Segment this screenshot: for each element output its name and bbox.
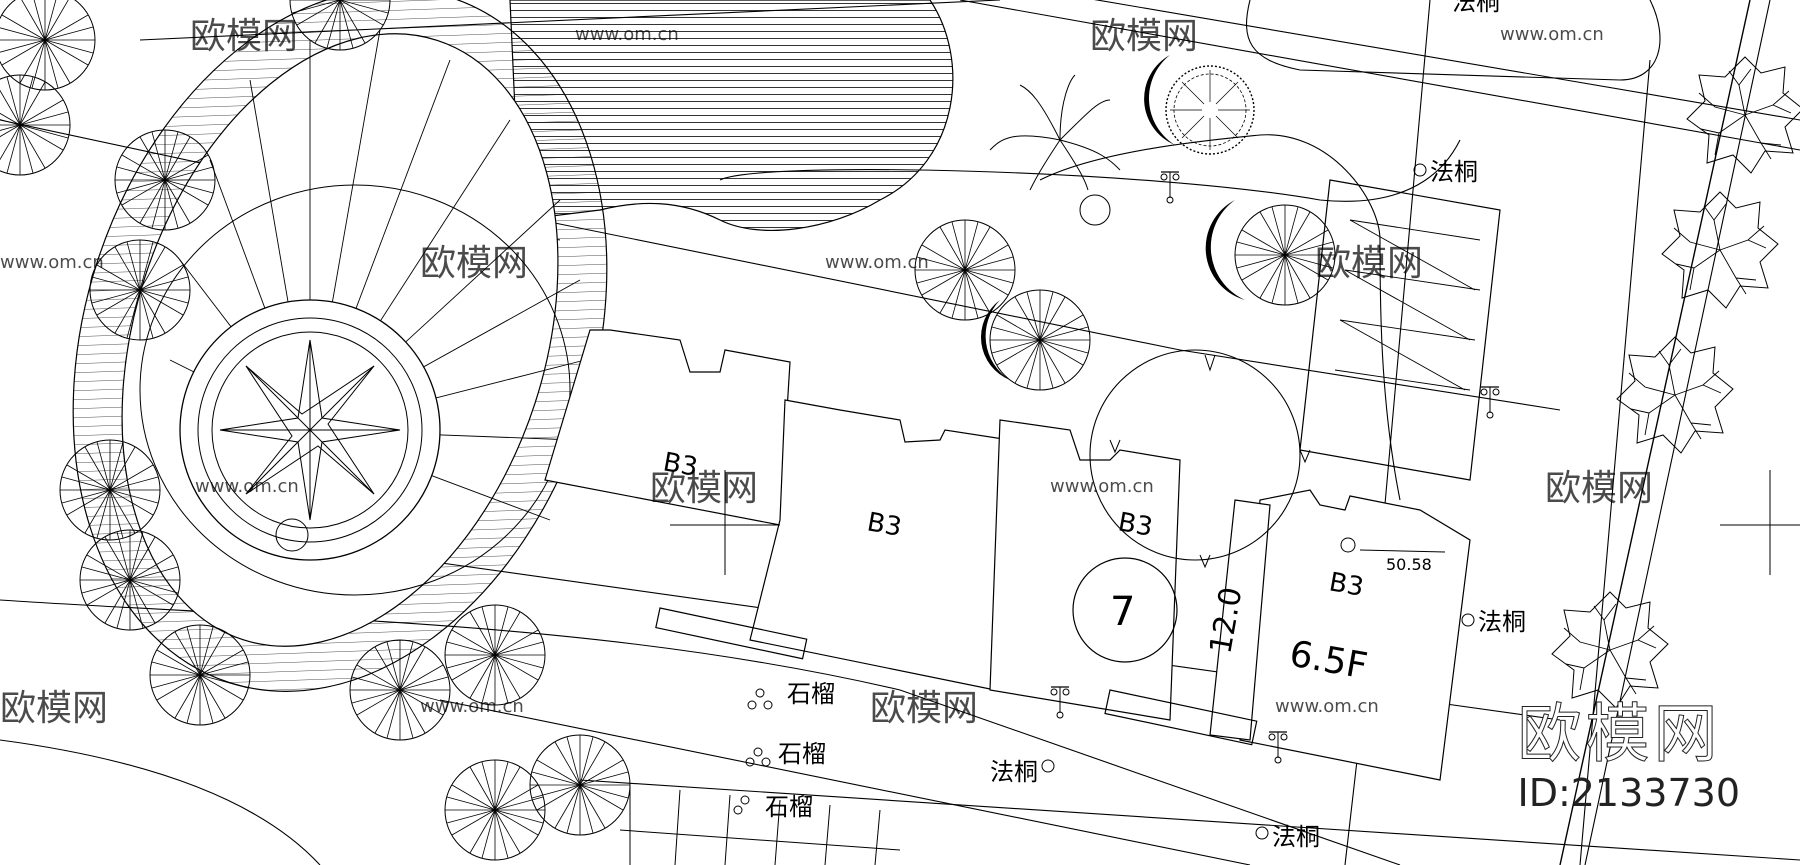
pomegranate-label: 石榴 — [778, 740, 826, 768]
buildings — [544, 179, 1501, 781]
oval-plaza — [72, 0, 608, 692]
watermark-brand: 欧模网 — [0, 688, 108, 729]
grid-crosshairs — [670, 470, 1800, 575]
mark-circle — [1072, 557, 1178, 663]
watermark-brand: 欧模网 — [420, 243, 528, 284]
watermark-url: www.om.cn — [575, 24, 679, 45]
watermark-brand: 欧模网 — [1545, 468, 1653, 509]
pomegranate-label: 石榴 — [765, 793, 813, 821]
watermark-url: www.om.cn — [195, 476, 299, 497]
plant-labels: 法桐 法桐 法桐 法桐 法桐 石榴 石榴 石榴 — [765, 0, 1526, 851]
watermark-url: www.om.cn — [1275, 696, 1379, 717]
watermark-url: www.om.cn — [825, 252, 929, 273]
pomegranate-symbols — [733, 688, 773, 815]
watermark-brand: 欧模网 — [190, 16, 298, 57]
building-labels: B3 B3 B3 B3 — [661, 447, 1366, 603]
pond — [509, 0, 954, 232]
phoenix-tree-label: 法桐 — [1272, 823, 1320, 851]
direction-arrows — [1109, 354, 1311, 569]
watermark-brand: 欧模网 — [1090, 16, 1198, 57]
watermark-url: www.om.cn — [1500, 24, 1604, 45]
pomegranate-label: 石榴 — [787, 680, 835, 708]
compass-star — [219, 339, 401, 521]
phoenix-tree-label: 法桐 — [990, 758, 1038, 786]
round-plaza — [1089, 349, 1301, 561]
phoenix-tree-label: 法桐 — [1430, 158, 1478, 186]
building-label: B3 — [1116, 507, 1155, 543]
shadowed-tree — [852, 55, 1336, 391]
brand-watermark: 欧模网 ID:2133730 — [1517, 698, 1740, 816]
building-label: B3 — [865, 507, 904, 543]
circle-mark-label: 7 — [1110, 589, 1135, 635]
brand-name: 欧模网 — [1517, 698, 1722, 772]
watermarks: 欧模网 www.om.cn 欧模网 www.om.cn 欧模网 www.om.c… — [0, 16, 1653, 729]
watermark-url: www.om.cn — [1050, 476, 1154, 497]
watermark-brand: 欧模网 — [650, 468, 758, 509]
palm-tree — [989, 74, 1121, 191]
watermark-brand: 欧模网 — [1315, 243, 1423, 284]
watermark-brand: 欧模网 — [870, 688, 978, 729]
phoenix-tree-label: 法桐 — [1478, 608, 1526, 636]
model-id: ID:2133730 — [1517, 771, 1740, 815]
paving-grid — [619, 785, 901, 865]
watermark-url: www.om.cn — [0, 252, 104, 273]
phoenix-tree-label: 法桐 — [1452, 0, 1500, 16]
building-label: B3 — [661, 447, 700, 483]
elevation-label: 50.58 — [1386, 555, 1432, 574]
building-label: B3 — [1327, 567, 1366, 603]
watermark-url: www.om.cn — [420, 696, 524, 717]
